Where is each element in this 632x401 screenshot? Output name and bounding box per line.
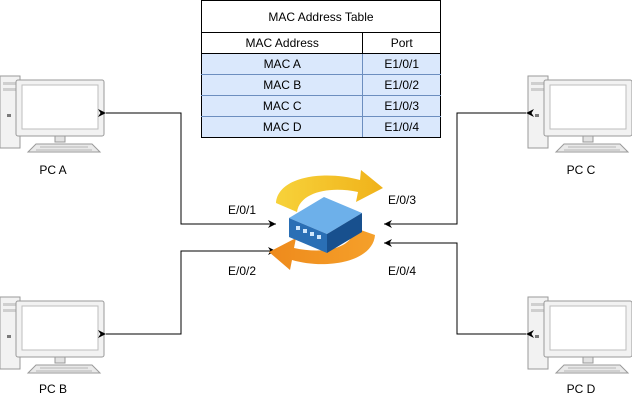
pc-b-label: PC B	[38, 382, 68, 396]
link-pc-a	[98, 109, 276, 228]
pc-a-icon	[0, 75, 105, 153]
column-header-port: Port	[362, 32, 441, 54]
link-pc-b	[98, 247, 276, 338]
port-label-e02: E/0/2	[228, 264, 257, 278]
link-pc-d	[384, 239, 534, 338]
column-header-mac: MAC Address	[200, 32, 364, 54]
port-label-e03: E/0/3	[388, 193, 417, 207]
port-label-e01: E/0/1	[228, 203, 257, 217]
table-title: MAC Address Table	[201, 0, 441, 33]
pc-c-icon	[527, 75, 632, 153]
table-row: MAC B E1/0/2	[200, 74, 441, 96]
port-cell: E1/0/2	[362, 74, 441, 96]
pc-b-icon	[0, 296, 105, 374]
switch-icon	[269, 170, 383, 270]
mac-cell: MAC B	[200, 74, 364, 96]
pc-c-label: PC C	[566, 163, 596, 177]
port-label-e04: E/0/4	[388, 264, 417, 278]
pc-a-label: PC A	[39, 163, 67, 177]
pc-d-icon	[527, 296, 632, 374]
pc-d-label: PC D	[566, 382, 596, 396]
link-pc-c	[384, 109, 534, 228]
